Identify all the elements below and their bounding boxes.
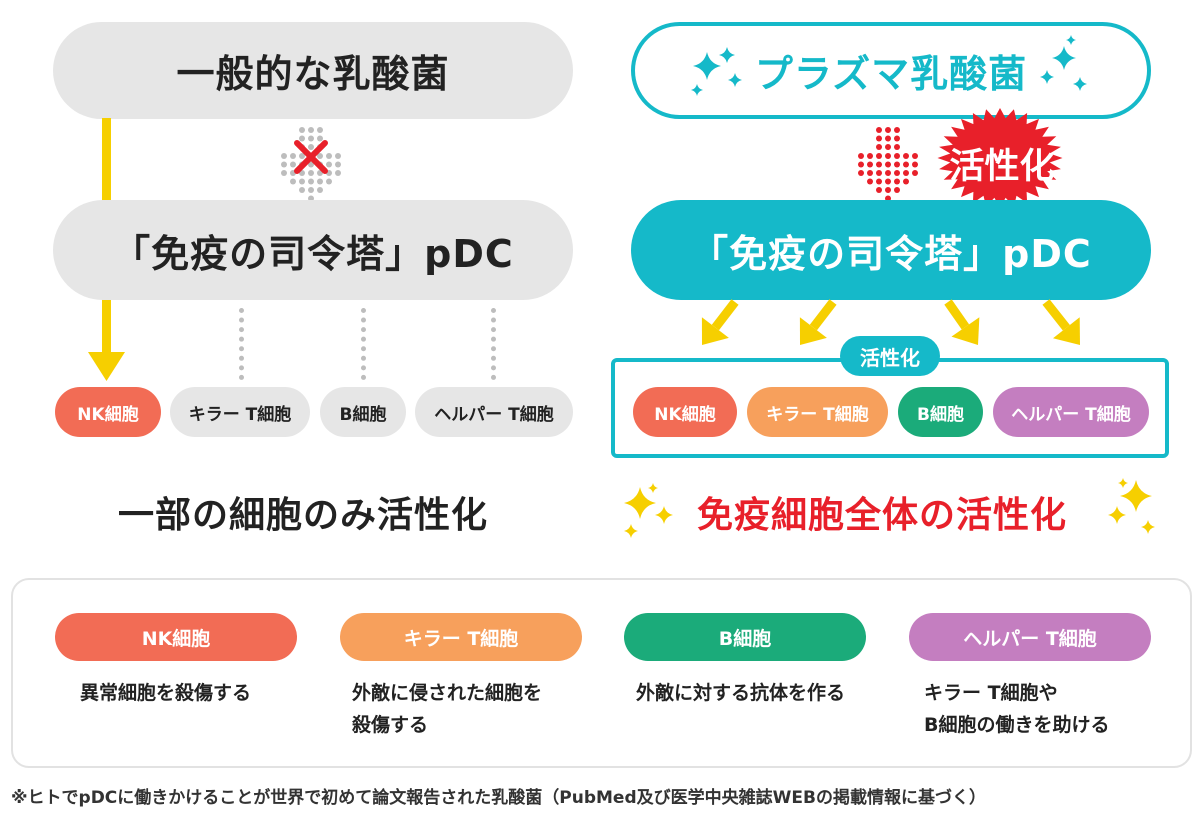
sparkle-icon	[1066, 35, 1076, 45]
dotted-connector	[239, 308, 244, 380]
dotted-connector	[491, 308, 496, 380]
activation-badge-label: 活性化	[949, 147, 1055, 187]
cell-label: ヘルパー T細胞	[1011, 404, 1131, 425]
left-cell-b: B細胞	[320, 387, 406, 437]
right-cell-helper: ヘルパー T細胞	[993, 387, 1149, 437]
sparkle-icon	[719, 47, 735, 63]
sparkle-icon	[1073, 77, 1087, 91]
legend-name: B細胞	[718, 627, 772, 650]
legend-name: キラー T細胞	[403, 627, 519, 650]
left-caption: 一部の細胞のみ活性化	[118, 495, 489, 536]
cell-label: B細胞	[339, 404, 387, 425]
sparkle-icon	[691, 84, 703, 96]
left-pdc-pill: 「免疫の司令塔」pDC	[53, 200, 573, 300]
right-pdc-label: 「免疫の司令塔」pDC	[690, 231, 1092, 276]
legend-panel	[11, 578, 1192, 768]
sparkle-icon	[624, 524, 638, 538]
cell-label: キラー T細胞	[188, 404, 292, 425]
right-cell-nk: NK細胞	[633, 387, 737, 437]
legend-pill-helper: ヘルパー T細胞	[909, 613, 1151, 661]
sparkle-icon	[693, 52, 721, 80]
legend-pill-b: B細胞	[624, 613, 866, 661]
legend-desc-nk: 異常細胞を殺傷する	[80, 682, 252, 704]
left-title: 一般的な乳酸菌	[176, 52, 450, 96]
cell-label: NK細胞	[77, 404, 139, 425]
sparkle-icon	[1052, 46, 1076, 70]
cell-label: NK細胞	[654, 404, 716, 425]
legend-name: ヘルパー T細胞	[963, 627, 1097, 650]
left-title-pill: 一般的な乳酸菌	[53, 22, 573, 119]
legend-name: NK細胞	[141, 627, 211, 650]
legend-desc-b: 外敵に対する抗体を作る	[636, 682, 846, 704]
cell-label: ヘルパー T細胞	[434, 404, 554, 425]
cell-label: B細胞	[917, 404, 964, 425]
left-cell-helper: ヘルパー T細胞	[415, 387, 573, 437]
sparkle-icon	[1141, 520, 1155, 534]
activated-box-label: 活性化	[840, 336, 940, 376]
sparkle-icon	[624, 487, 656, 519]
footnote: ※ヒトでpDCに働きかけることが世界で初めて論文報告された乳酸菌（PubMed及…	[11, 788, 986, 808]
left-pdc-label: 「免疫の司令塔」pDC	[112, 231, 514, 276]
right-pdc-pill: 「免疫の司令塔」pDC	[631, 200, 1151, 300]
box-label-text: 活性化	[860, 345, 920, 370]
sparkle-icon	[1108, 506, 1126, 524]
dotted-connector	[361, 308, 366, 380]
sparkle-icon	[1120, 480, 1152, 512]
right-cell-b: B細胞	[898, 387, 983, 437]
right-caption: 免疫細胞全体の活性化	[697, 495, 1068, 536]
sparkle-icon	[655, 506, 673, 524]
sparkle-icon	[648, 483, 658, 493]
right-title-pill: プラズマ乳酸菌	[631, 22, 1151, 119]
legend-desc-killer: 外敵に侵された細胞を 殺傷する	[352, 682, 543, 736]
left-cell-nk: NK細胞	[55, 387, 161, 437]
sparkle-icon	[1118, 478, 1128, 488]
left-cell-killer: キラー T細胞	[170, 387, 310, 437]
sparkle-icon	[1040, 70, 1054, 84]
legend-pill-killer: キラー T細胞	[340, 613, 582, 661]
legend-desc-helper: キラー T細胞や B細胞の働きを助ける	[924, 682, 1110, 736]
right-title: プラズマ乳酸菌	[754, 52, 1028, 96]
legend-pill-nk: NK細胞	[55, 613, 297, 661]
right-cell-killer: キラー T細胞	[747, 387, 888, 437]
sparkle-icon	[728, 73, 742, 87]
cell-label: キラー T細胞	[766, 404, 869, 425]
